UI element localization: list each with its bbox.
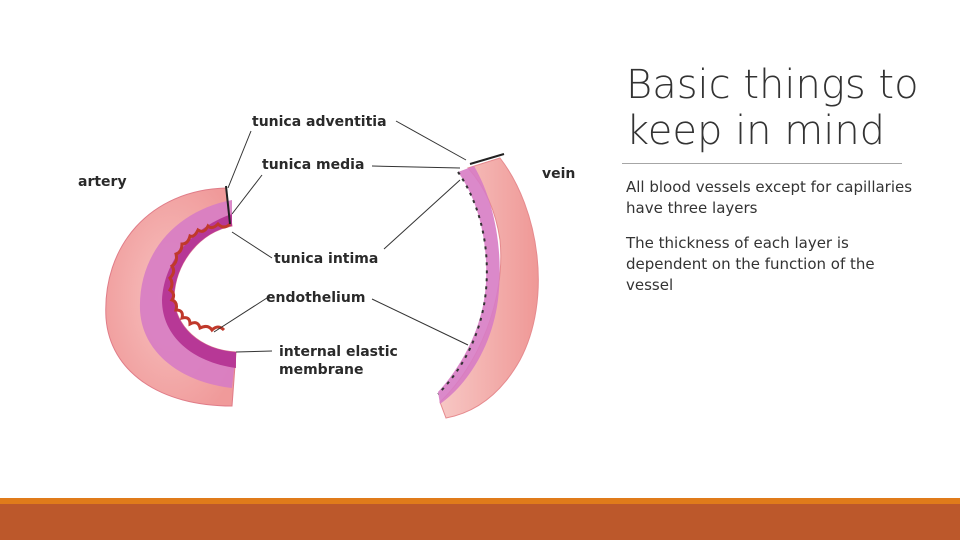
label-tunica-media: tunica media [262, 157, 364, 173]
artery-cross-section [105, 185, 237, 407]
title-divider [622, 163, 902, 164]
vein-adventitia-layer [439, 157, 539, 419]
slide-title-line1: Basic things to [626, 62, 919, 108]
label-endothelium: endothelium [266, 290, 365, 306]
vessel-diagram: artery vein tunica adventitia tunica med… [78, 114, 575, 419]
label-internal-elastic-line1: internal elastic [279, 344, 398, 360]
label-tunica-intima: tunica intima [274, 251, 378, 267]
artery-endothelium-wavy [167, 221, 232, 333]
footer-accent-bar [0, 504, 960, 540]
footer-accent-thin [0, 498, 960, 504]
leader-lines [213, 120, 469, 353]
vein-cross-section [437, 153, 539, 419]
label-internal-elastic-line2: membrane [279, 362, 364, 378]
vein-cut-edge [469, 153, 505, 165]
bullet-item: All blood vessels except for capillaries… [626, 178, 913, 217]
artery-cut-edge [225, 185, 231, 225]
vein-media-layer [438, 166, 500, 404]
bullet-list: All blood vessels except for capillaries… [626, 177, 916, 310]
label-tunica-adventitia: tunica adventitia [252, 114, 387, 130]
label-vein: vein [542, 166, 575, 182]
label-artery: artery [78, 174, 127, 190]
slide-title: Basic things to keep in mind [626, 62, 926, 154]
slide-title-line2: keep in mind [626, 108, 886, 154]
vein-intima-line [437, 171, 488, 395]
artery-media-layer [139, 200, 236, 388]
bullet-item: The thickness of each layer is dependent… [626, 234, 875, 294]
